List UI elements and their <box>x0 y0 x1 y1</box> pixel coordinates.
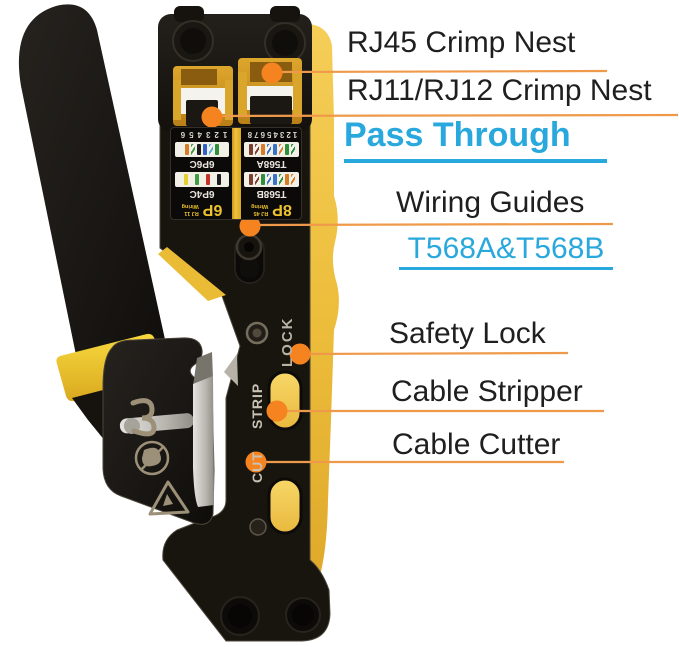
panel-big-label-8p: 8P RJ 45 Wiring <box>242 200 301 219</box>
label-safety-lock: Safety Lock <box>389 317 546 350</box>
panel-rj45-sub: RJ 45 Wiring <box>251 203 269 216</box>
bolt-top-left-inner <box>180 28 206 54</box>
leader-line-safety-lock <box>299 351 569 356</box>
leader-line-rj11 <box>211 113 679 118</box>
label-cable-cutter: Cable Cutter <box>392 428 561 461</box>
warning-triangle-icon <box>148 480 190 516</box>
engraving-cut: CUT <box>249 451 265 483</box>
panel-8p-text: 8P <box>272 201 292 219</box>
callout-dot-wiring-guides <box>239 215 261 237</box>
tool-head-tab-right <box>270 6 300 22</box>
safety-lock-screw <box>245 321 269 345</box>
panel-label-t568a: T568A <box>256 158 287 170</box>
panel-label-6p6c: 6P6C <box>189 158 215 170</box>
tool-handle <box>18 4 170 418</box>
cutter-slot <box>267 477 303 535</box>
leader-line-wiring-guides <box>249 222 614 227</box>
stripper-blade <box>193 376 214 507</box>
callout-dot-cable-stripper <box>266 400 288 422</box>
callout-dot-rj45 <box>261 62 283 84</box>
panel-6p-text: 6P <box>202 201 223 219</box>
callout-dot-rj11 <box>201 106 223 128</box>
no-touch-warning-icon <box>134 440 170 476</box>
bolt-bottom-left-inner <box>228 604 252 628</box>
wiring-guide-panel: 123456 12345678 6P6C T568A 6P4C T568B 6P… <box>170 127 302 220</box>
bottom-small-screw <box>249 518 267 536</box>
panel-label-t568b: T568B <box>256 188 287 200</box>
leader-line-rj45 <box>271 69 608 74</box>
bolt-bottom-right-inner <box>292 604 314 626</box>
wire-color-swatch-6p6c <box>175 142 229 157</box>
bolt-top-right-inner <box>272 30 298 56</box>
label-wiring-guides: Wiring Guides <box>396 186 585 219</box>
panel-rj11-sub: RJ 11 Wiring <box>181 203 199 216</box>
wire-color-swatch-t568b <box>244 172 299 187</box>
cutter-blade <box>193 352 213 386</box>
panel-big-label-6p: 6P RJ 11 Wiring <box>173 200 231 219</box>
callout-dot-cable-cutter <box>245 451 267 473</box>
pin-numbers-rj45: 12345678 <box>245 130 298 140</box>
wire-color-swatch-t568a <box>244 142 299 157</box>
label-cable-stripper: Cable Stripper <box>391 375 583 408</box>
engraving-lock: LOCK <box>279 316 296 368</box>
label-t568a-t568b: T568A&T568B <box>399 233 613 270</box>
tool-yellow-wedge <box>158 247 226 301</box>
blade-tip-metal <box>224 354 238 386</box>
pin-numbers-rj11: 123456 <box>176 130 228 140</box>
rj45-crimp-nest <box>238 58 302 124</box>
wire-gauge-icon <box>130 398 157 437</box>
jaw-plate <box>102 337 215 525</box>
tool-head-tab-left <box>174 6 204 22</box>
panel-label-6p4c: 6P4C <box>189 188 215 200</box>
label-pass-through: Pass Through <box>344 117 607 163</box>
callout-dot-safety-lock <box>289 343 311 365</box>
rj11-crimp-nest <box>173 66 233 126</box>
panel-divider <box>232 128 241 219</box>
label-rj11-rj12-crimp-nest: RJ11/RJ12 Crimp Nest <box>347 74 652 107</box>
label-rj45-crimp-nest: RJ45 Crimp Nest <box>347 26 576 59</box>
jaw-latch-bar <box>119 413 194 434</box>
wire-color-swatch-6p4c <box>175 172 229 187</box>
engraving-strip: STRIP <box>249 382 265 429</box>
adjustment-knob <box>234 233 265 284</box>
